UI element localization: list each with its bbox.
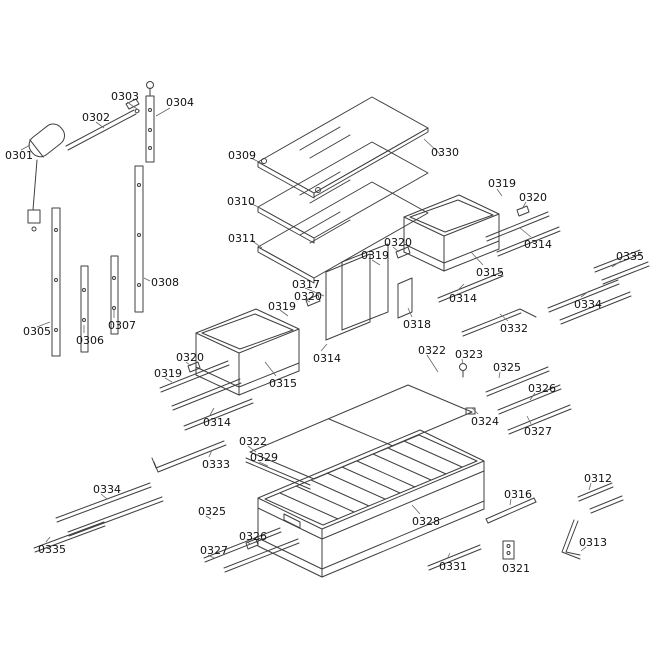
- leader-0319: [279, 309, 289, 317]
- leader-0325: [205, 515, 212, 520]
- part-drawer-upper-0315: [403, 194, 500, 272]
- leader-0313: [580, 546, 587, 552]
- part-roller-0301: [27, 123, 65, 232]
- leader-0335: [611, 260, 622, 268]
- part-bracket-0333: [151, 440, 227, 473]
- part-rails-right-lower: [485, 366, 572, 435]
- leader-0329: [258, 461, 269, 467]
- leader-0311: [250, 239, 263, 249]
- part-rail-0306: [80, 265, 89, 353]
- leader-0301: [20, 144, 31, 151]
- part-shelf-0309-0330: [257, 96, 429, 199]
- part-rail-0305: [51, 207, 61, 357]
- leader-0305: [36, 321, 51, 328]
- part-rails-bottom-mid: [203, 527, 300, 573]
- leader-0315: [470, 251, 484, 266]
- part-bracket-0313: [561, 519, 581, 560]
- leader-0318: [407, 307, 413, 318]
- leader-0319: [371, 259, 381, 266]
- leader-0333: [208, 449, 213, 458]
- leader-0323: [461, 358, 464, 365]
- leader-0324: [471, 407, 479, 415]
- part-rail-0308: [134, 165, 144, 313]
- leader-0319: [496, 188, 503, 197]
- leader-0332: [499, 313, 509, 322]
- leader-0334: [580, 290, 590, 298]
- leader-0310: [249, 202, 263, 210]
- leader-0319: [164, 377, 173, 383]
- leader-0315: [264, 361, 277, 377]
- part-rails-left-mid: [159, 360, 254, 431]
- part-drawer-mid-0315: [195, 308, 300, 396]
- leader-0317: [304, 287, 325, 297]
- leader-0304: [155, 107, 171, 117]
- part-rail-0307: [110, 255, 119, 335]
- leader-0320: [185, 361, 192, 367]
- leader-0320: [521, 201, 527, 210]
- part-rails-left-lower: [33, 482, 164, 553]
- leader-0334: [100, 493, 108, 500]
- leader-lines: [20, 101, 622, 560]
- part-rail-0331: [427, 544, 482, 571]
- leader-0303: [126, 101, 141, 112]
- leader-0314: [320, 343, 328, 352]
- part-panels-0317-0318: [305, 243, 413, 341]
- leader-0328: [411, 504, 421, 515]
- leader-0312: [588, 482, 592, 491]
- part-shelf-0310: [257, 141, 429, 244]
- leader-0308: [143, 277, 151, 282]
- part-drawer-bottom-0328: [257, 429, 485, 578]
- leader-0320: [305, 299, 311, 303]
- part-clip-0323: [459, 363, 467, 378]
- part-hinge-0321: [502, 540, 515, 560]
- part-rails-right: [437, 249, 650, 337]
- leader-0327: [207, 554, 215, 559]
- leader-0314: [519, 227, 532, 238]
- leader-0326: [529, 392, 536, 401]
- leader-0322: [247, 445, 257, 453]
- leader-0331: [446, 552, 451, 560]
- part-angles-0312: [577, 482, 624, 514]
- leader-0320: [392, 246, 400, 253]
- leader-0302: [95, 121, 105, 129]
- leader-0335: [45, 536, 51, 543]
- part-rod-0302: [65, 108, 140, 151]
- part-cap-0303: [125, 98, 140, 110]
- leader-0325: [498, 371, 501, 379]
- leader-0322: [426, 354, 439, 373]
- leader-0314: [209, 407, 215, 416]
- leader-0314: [456, 283, 465, 292]
- leader-0330: [423, 138, 442, 156]
- leader-0316: [509, 498, 512, 506]
- leader-0309: [250, 157, 264, 165]
- part-rail-0304: [145, 81, 155, 163]
- part-hardware-upper-right: [485, 205, 561, 257]
- part-strip-0316: [485, 497, 537, 524]
- leader-0326: [245, 540, 251, 545]
- part-glass-shelf-0322: [245, 384, 476, 490]
- part-shelf-0311: [257, 181, 429, 284]
- leader-0327: [526, 415, 532, 425]
